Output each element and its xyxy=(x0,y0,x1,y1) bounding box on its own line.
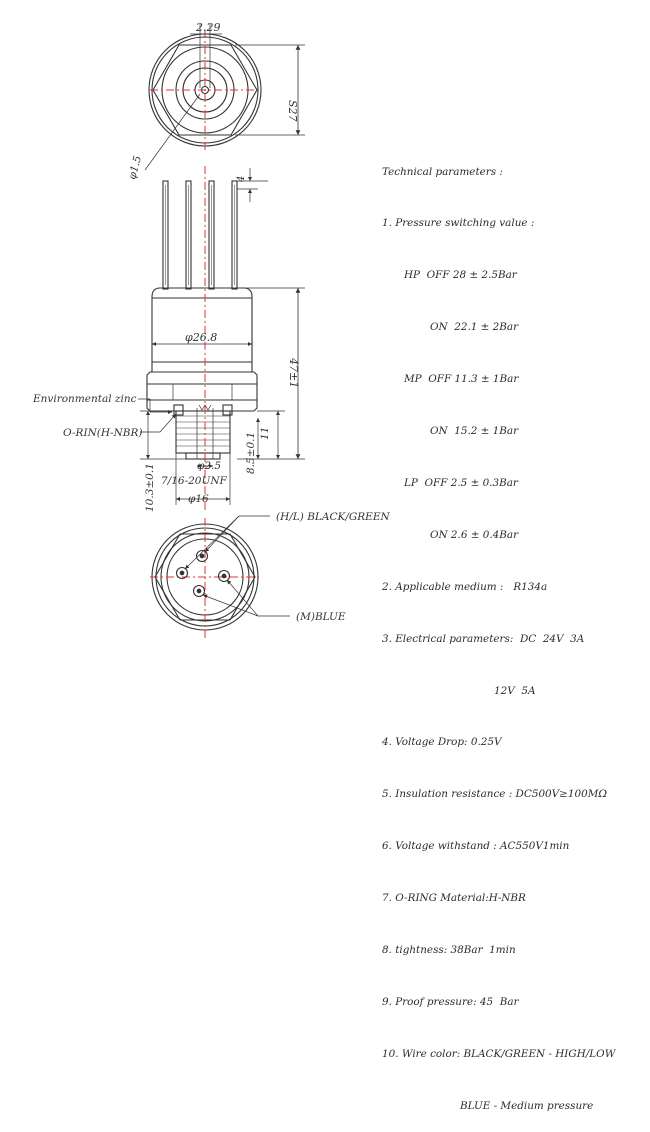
label-environment: Environmental zinc xyxy=(32,393,137,405)
param-voltage-drop: 4. Voltage Drop: 0.25V xyxy=(382,736,502,749)
dim-depth-a: 8.5±0.1 xyxy=(245,432,257,474)
dim-pin-len: 4 xyxy=(236,176,247,183)
side-view xyxy=(138,166,305,510)
dim-inner-dia: φ2.5 xyxy=(197,460,221,472)
label-hl-wire: (H/L) BLACK/GREEN xyxy=(276,511,391,523)
dim-height: 47±1 xyxy=(287,357,300,388)
param-electrical-12v: 12V 5A xyxy=(494,684,536,697)
dim-2-29: 2.29 xyxy=(195,21,221,34)
label-oring: O-RIN(H-NBR) xyxy=(63,427,143,439)
param-voltage-withstand: 6. Voltage withstand : AC550V1min xyxy=(382,840,570,853)
param-insulation: 5. Insulation resistance : DC500V≥100MΩ xyxy=(382,788,607,801)
dim-body-dia: φ26.8 xyxy=(185,331,217,344)
switch-drawing: 2.29 S27 φ1.5 xyxy=(32,21,391,638)
param-wire-color: 10. Wire color: BLACK/GREEN - HIGH/LOW xyxy=(382,1047,616,1060)
dim-pin-dia: φ1.5 xyxy=(126,154,144,181)
param-hp-on: ON 22.1 ± 2Bar xyxy=(430,321,519,334)
params-heading: Technical parameters : xyxy=(382,165,503,178)
param-proof-pressure: 9. Proof pressure: 45 Bar xyxy=(382,995,519,1008)
param-lp-on: ON 2.6 ± 0.4Bar xyxy=(430,528,519,541)
technical-parameters: Technical parameters : 1. Pressure switc… xyxy=(382,129,644,1132)
dim-s27: S27 xyxy=(286,100,299,122)
dim-port-len: 10.3±0.1 xyxy=(144,463,156,512)
param-mp-off: MP OFF 11.3 ± 1Bar xyxy=(404,373,519,386)
top-view xyxy=(144,24,305,171)
param-oring-material: 7. O-RING Material:H-NBR xyxy=(382,892,526,905)
param-tightness: 8. tightness: 38Bar 1min xyxy=(382,943,516,956)
param-medium: 2. Applicable medium : R134a xyxy=(382,580,548,593)
dim-port-dia: φ16 xyxy=(188,493,209,505)
dim-thread: 7/16-20UNF xyxy=(161,475,228,487)
param-hp-off: HP OFF 28 ± 2.5Bar xyxy=(404,269,517,282)
param-electrical: 3. Electrical parameters: DC 24V 3A xyxy=(382,632,585,645)
param-lp-off: LP OFF 2.5 ± 0.3Bar xyxy=(404,476,518,489)
param-mp-on: ON 15.2 ± 1Bar xyxy=(430,425,519,438)
param-pressure-switching: 1. Pressure switching value : xyxy=(382,217,535,230)
param-wire-color-blue: BLUE - Medium pressure xyxy=(460,1099,594,1112)
dim-depth-b: 11 xyxy=(259,427,271,440)
bottom-view xyxy=(150,515,290,638)
label-m-wire: (M)BLUE xyxy=(296,611,346,623)
